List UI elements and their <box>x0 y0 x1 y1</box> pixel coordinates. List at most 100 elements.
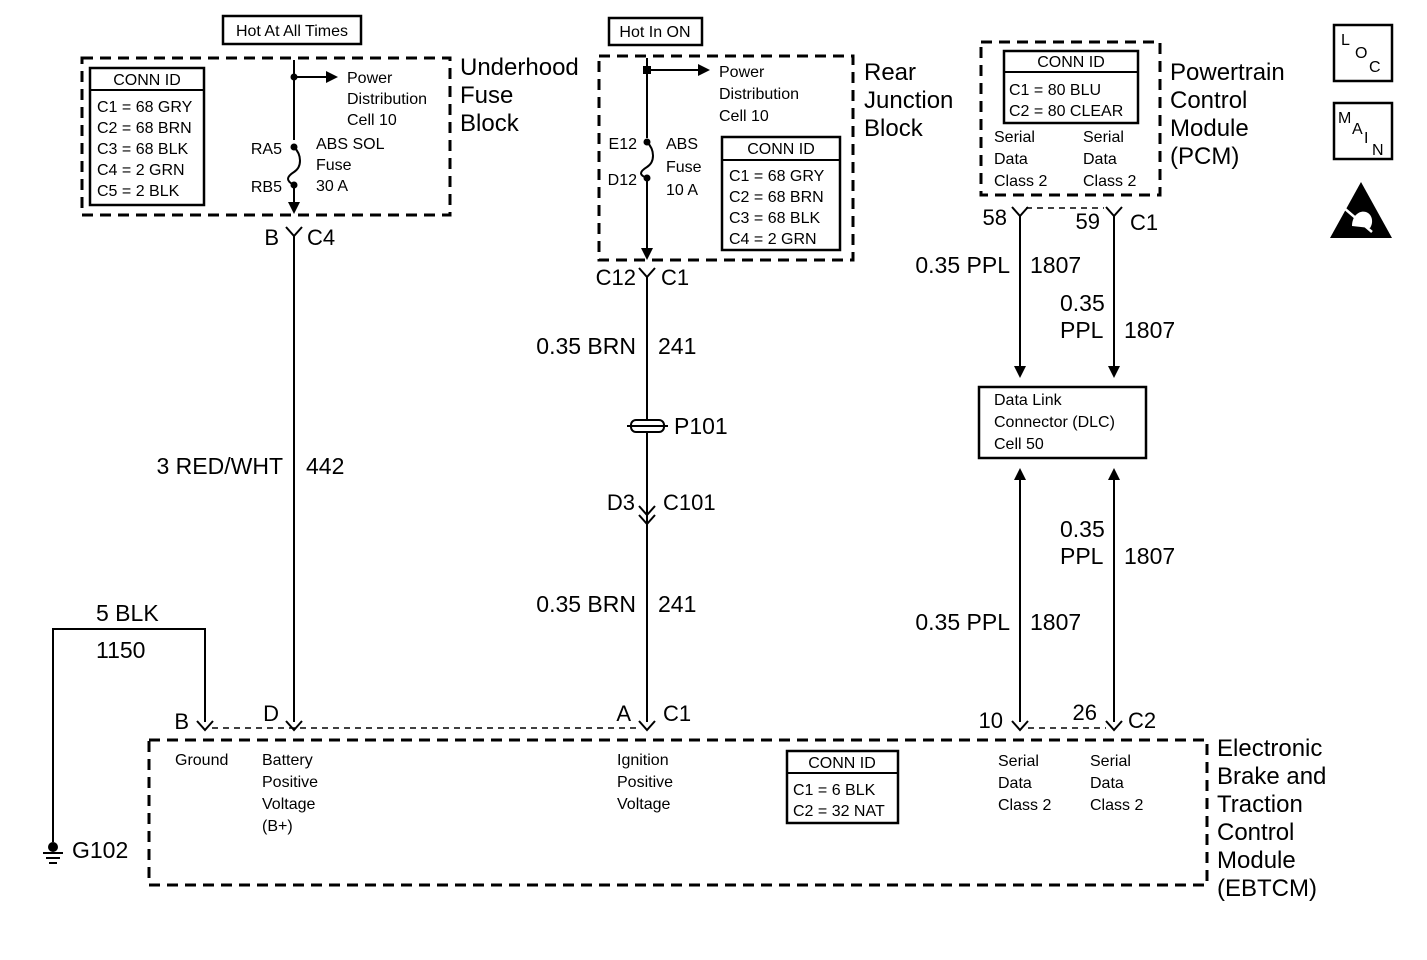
svg-text:Junction: Junction <box>864 87 953 114</box>
svg-text:Electronic: Electronic <box>1217 735 1322 762</box>
abs-fuse-icon <box>640 141 654 179</box>
svg-text:241: 241 <box>658 591 696 617</box>
svg-text:Class 2: Class 2 <box>1090 797 1143 814</box>
svg-text:Data Link: Data Link <box>994 392 1063 409</box>
svg-text:G102: G102 <box>72 837 128 863</box>
svg-text:Cell 50: Cell 50 <box>994 436 1044 453</box>
svg-text:RB5: RB5 <box>251 179 282 196</box>
svg-text:CONN ID: CONN ID <box>808 755 876 772</box>
connector-c4: B C4 <box>264 225 335 250</box>
ebtcm-conn-id-table: CONN ID C1 = 6 BLK C2 = 32 NAT <box>785 749 900 825</box>
svg-text:B: B <box>174 709 189 734</box>
svg-text:M: M <box>1338 110 1351 127</box>
svg-text:D: D <box>263 701 279 726</box>
svg-text:Power: Power <box>347 70 393 87</box>
loc-icon: L O C <box>1332 23 1394 83</box>
svg-text:Class 2: Class 2 <box>994 173 1047 190</box>
svg-text:C5 = 2 BLK: C5 = 2 BLK <box>97 183 180 200</box>
svg-text:A: A <box>1352 121 1363 138</box>
svg-text:C2 = 32 NAT: C2 = 32 NAT <box>793 803 885 820</box>
svg-text:A: A <box>616 701 631 726</box>
svg-text:Battery: Battery <box>262 752 313 769</box>
svg-text:Cell 10: Cell 10 <box>719 108 769 125</box>
svg-text:10 A: 10 A <box>666 182 698 199</box>
underhood-fuse-block: Underhood Fuse Block CONN ID C1 = 68 GRY… <box>80 54 579 217</box>
svg-text:Class 2: Class 2 <box>1083 173 1136 190</box>
svg-text:ABS SOL: ABS SOL <box>316 136 385 153</box>
svg-text:Data: Data <box>998 775 1032 792</box>
svg-text:Positive: Positive <box>617 774 673 791</box>
svg-text:C1: C1 <box>661 265 689 290</box>
svg-text:(EBTCM): (EBTCM) <box>1217 875 1317 902</box>
svg-text:Brake and: Brake and <box>1217 763 1326 790</box>
svg-text:C3 = 68 BLK: C3 = 68 BLK <box>97 141 189 158</box>
svg-text:1807: 1807 <box>1030 609 1081 635</box>
svg-text:(B+): (B+) <box>262 818 293 835</box>
underhood-conn-id-table: CONN ID C1 = 68 GRY C2 = 68 BRN C3 = 68 … <box>88 66 206 207</box>
svg-text:241: 241 <box>658 333 696 359</box>
svg-text:Ignition: Ignition <box>617 752 669 769</box>
svg-text:10: 10 <box>979 708 1003 733</box>
svg-text:Connector (DLC): Connector (DLC) <box>994 414 1115 431</box>
ebtcm-connectors: B D A C1 10 26 C2 <box>174 700 1156 734</box>
ground-g102-icon: G102 <box>43 837 128 864</box>
svg-text:C1: C1 <box>1130 210 1158 235</box>
svg-text:C2 = 68 BRN: C2 = 68 BRN <box>729 189 824 206</box>
svg-text:Distribution: Distribution <box>347 91 427 108</box>
svg-text:C2 = 80 CLEAR: C2 = 80 CLEAR <box>1009 103 1123 120</box>
inline-connector-c101: D3 C101 <box>607 490 716 526</box>
hot-at-all-times-label: Hot At All Times <box>221 14 363 46</box>
svg-text:I: I <box>1364 130 1368 147</box>
svg-text:P101: P101 <box>674 413 728 439</box>
svg-text:Control: Control <box>1217 819 1294 846</box>
svg-text:Serial: Serial <box>1090 753 1131 770</box>
svg-text:(PCM): (PCM) <box>1170 143 1239 170</box>
svg-text:0.35 BRN: 0.35 BRN <box>536 591 636 617</box>
svg-text:Data: Data <box>1090 775 1124 792</box>
svg-text:26: 26 <box>1073 700 1097 725</box>
svg-text:Cell 10: Cell 10 <box>347 112 397 129</box>
svg-text:Underhood: Underhood <box>460 54 579 81</box>
svg-text:C101: C101 <box>663 490 716 515</box>
svg-text:Serial: Serial <box>994 129 1035 146</box>
wire-1150: 5 BLK 1150 <box>52 600 206 842</box>
svg-text:D3: D3 <box>607 490 635 515</box>
svg-text:Distribution: Distribution <box>719 86 799 103</box>
svg-text:0.35: 0.35 <box>1060 290 1105 316</box>
svg-text:C2: C2 <box>1128 708 1156 733</box>
svg-text:Powertrain: Powertrain <box>1170 59 1285 86</box>
pcm: Powertrain Control Module (PCM) CONN ID … <box>979 40 1285 197</box>
svg-text:3 RED/WHT: 3 RED/WHT <box>157 453 284 479</box>
svg-text:Class 2: Class 2 <box>998 797 1051 814</box>
svg-text:1807: 1807 <box>1124 317 1175 343</box>
svg-text:0.35: 0.35 <box>1060 516 1105 542</box>
svg-text:C1 = 68 GRY: C1 = 68 GRY <box>729 168 825 185</box>
svg-text:Voltage: Voltage <box>262 796 315 813</box>
ebtcm: Electronic Brake and Traction Control Mo… <box>147 735 1326 902</box>
svg-text:0.35 PPL: 0.35 PPL <box>915 609 1010 635</box>
svg-text:C1: C1 <box>663 701 691 726</box>
rear-junction-block: Rear Junction Block Power Distribution C… <box>597 54 953 262</box>
svg-text:442: 442 <box>306 453 344 479</box>
svg-text:Fuse: Fuse <box>316 157 352 174</box>
data-link-connector: Data Link Connector (DLC) Cell 50 <box>977 385 1148 460</box>
svg-text:Block: Block <box>460 110 520 137</box>
svg-text:RA5: RA5 <box>251 141 282 158</box>
main-icon: M A I N <box>1332 101 1394 161</box>
svg-text:59: 59 <box>1076 209 1100 234</box>
svg-text:C1 = 80 BLU: C1 = 80 BLU <box>1009 82 1101 99</box>
esd-warning-icon <box>1330 182 1392 238</box>
svg-text:PPL: PPL <box>1060 543 1104 569</box>
svg-text:PPL: PPL <box>1060 317 1104 343</box>
svg-text:1807: 1807 <box>1030 252 1081 278</box>
svg-text:C12: C12 <box>596 265 636 290</box>
splice-p101: P101 <box>627 413 728 439</box>
svg-text:C4: C4 <box>307 225 335 250</box>
svg-text:C1 = 68 GRY: C1 = 68 GRY <box>97 99 193 116</box>
svg-text:Data: Data <box>1083 151 1117 168</box>
svg-text:O: O <box>1355 45 1367 62</box>
svg-text:Module: Module <box>1170 115 1249 142</box>
svg-text:Hot In ON: Hot In ON <box>619 24 690 41</box>
svg-text:Hot At All Times: Hot At All Times <box>236 23 348 40</box>
svg-text:0.35 BRN: 0.35 BRN <box>536 333 636 359</box>
